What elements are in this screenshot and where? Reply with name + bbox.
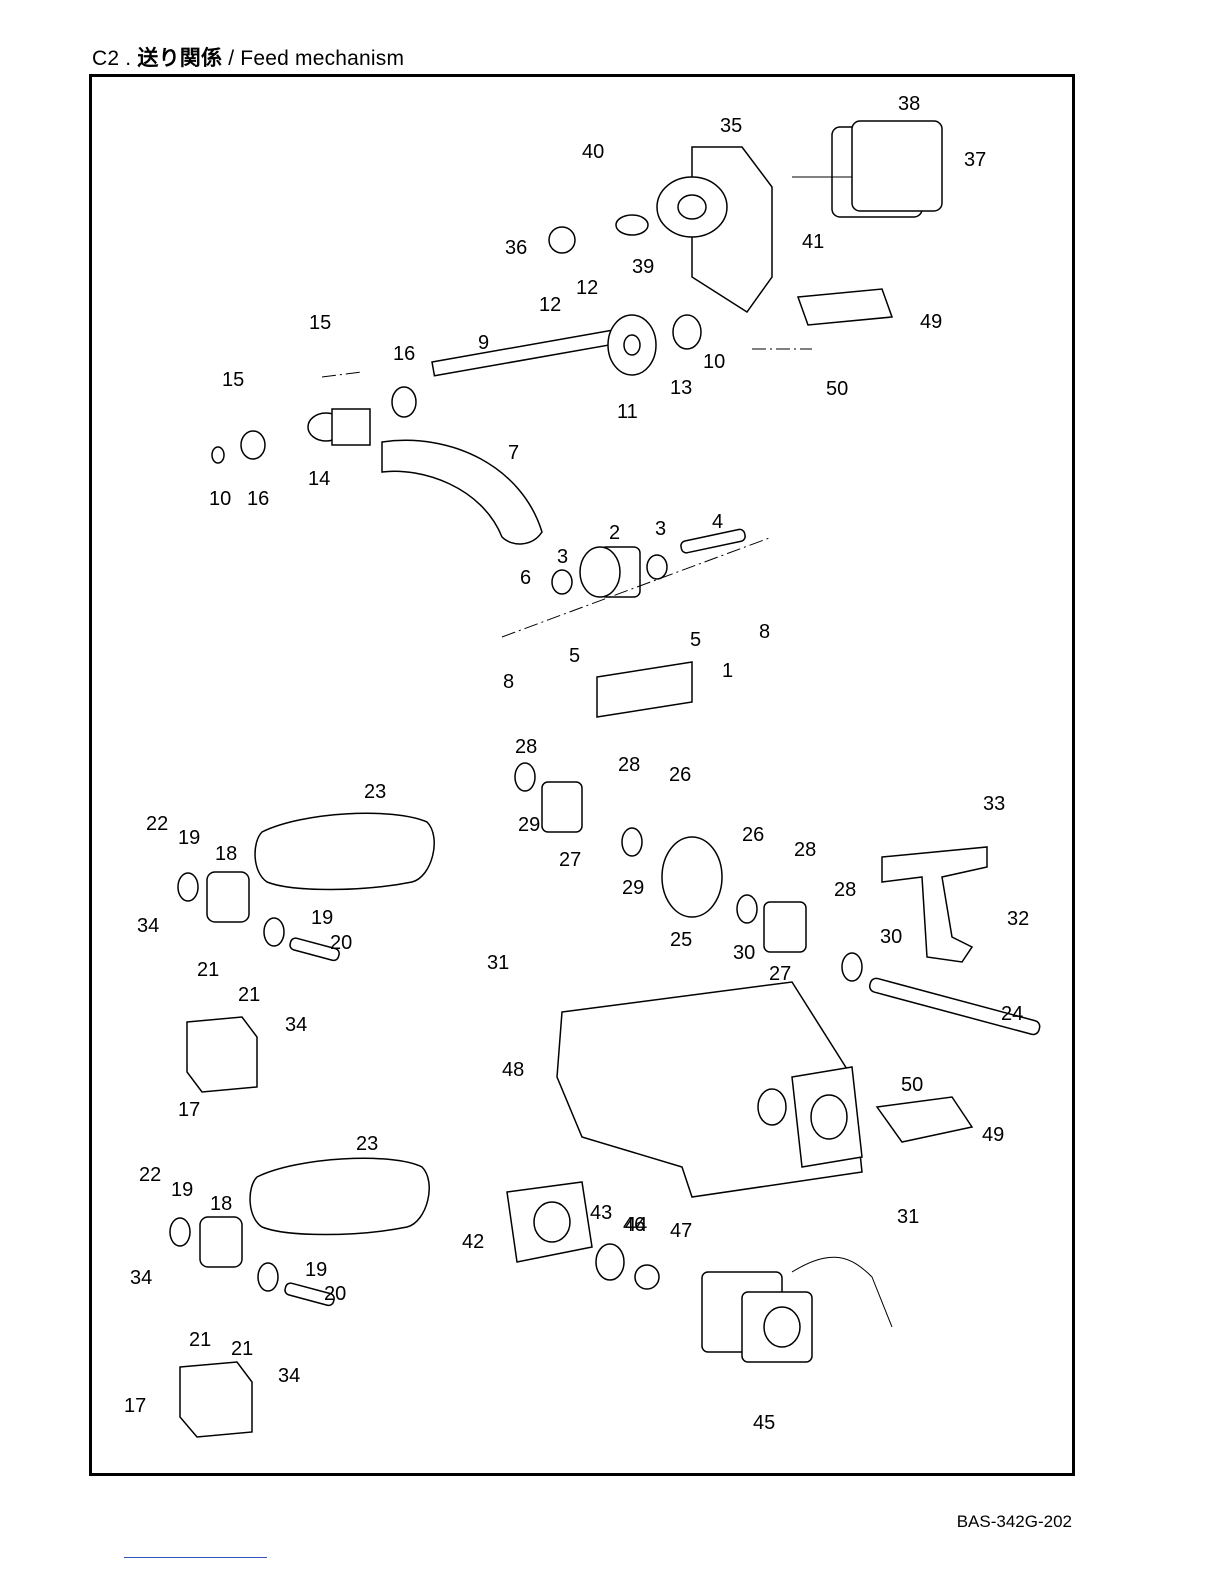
section-title-jp: 送り関係 [137,46,222,70]
callout-24: 24 [1001,1003,1023,1025]
callout-21d: 21 [231,1338,253,1360]
callout-16a: 16 [393,343,415,365]
callout-46: 46 [623,1214,645,1236]
callout-50b: 50 [901,1074,923,1096]
callout-5a: 5 [690,629,701,651]
callout-31a: 31 [487,952,509,974]
callout-31b: 31 [897,1206,919,1228]
callout-37: 37 [964,149,986,171]
callout-27a: 27 [559,849,581,871]
section-title-en: / Feed mechanism [228,47,404,70]
callout-29a: 29 [518,814,540,836]
callout-11: 11 [617,401,638,423]
callout-38: 38 [898,93,920,115]
callout-34a: 34 [137,915,159,937]
upper-shaft-pulley-illustration [212,315,701,544]
callout-12b: 12 [539,294,561,316]
callout-9: 9 [478,332,489,354]
callout-7: 7 [508,442,519,464]
callout-4: 4 [712,511,723,533]
callout-15a: 15 [309,312,331,334]
callout-13: 13 [670,377,692,399]
callout-30b: 30 [880,926,902,948]
callout-21c: 21 [189,1329,211,1351]
callout-36: 36 [505,237,527,259]
callout-47: 47 [670,1220,692,1242]
callout-17a: 17 [178,1099,200,1121]
callout-8a: 8 [759,621,770,643]
callout-29b: 29 [622,877,644,899]
callout-15b: 15 [222,369,244,391]
callout-21b: 21 [238,984,260,1006]
callout-40: 40 [582,141,604,163]
callout-41: 41 [802,231,824,253]
callout-39: 39 [632,256,654,278]
callout-10b: 10 [209,488,231,510]
diagram-artwork [170,121,1041,1437]
callout-42: 42 [462,1231,484,1253]
diagram-canvas: 1 2 3 3 4 5 5 6 7 8 8 9 10 10 11 12 12 1… [92,77,1072,1473]
callout-23a: 23 [364,781,386,803]
section-number: C2 . [92,47,131,70]
callout-33: 33 [983,793,1005,815]
callout-49a: 49 [920,311,942,333]
callout-3a: 3 [557,546,568,568]
callout-12a: 12 [576,277,598,299]
callout-3b: 3 [655,518,666,540]
callout-30a: 30 [733,942,755,964]
callout-17b: 17 [124,1395,146,1417]
callout-26a: 26 [669,764,691,786]
callout-34c: 34 [130,1267,152,1289]
callout-32: 32 [1007,908,1029,930]
callout-20a: 20 [330,932,352,954]
callout-35: 35 [720,115,742,137]
callout-6: 6 [520,567,531,589]
exploded-parts-diagram: 1 2 3 3 4 5 5 6 7 8 8 9 10 10 11 12 12 1… [89,74,1075,1476]
callout-26b: 26 [742,824,764,846]
callout-10a: 10 [703,351,725,373]
callout-1: 1 [722,660,733,682]
callout-19c: 19 [171,1179,193,1201]
callout-25: 25 [670,929,692,951]
callout-43: 43 [590,1202,612,1224]
page-title: C2 . 送り関係 / Feed mechanism [92,42,404,72]
callout-50a: 50 [826,378,848,400]
callout-19d: 19 [305,1259,327,1281]
callout-34b: 34 [285,1014,307,1036]
callout-21a: 21 [197,959,219,981]
callout-19b: 19 [311,907,333,929]
callout-28d: 28 [834,879,856,901]
bottom-motor-illustration [507,1182,892,1362]
callout-19a: 19 [178,827,200,849]
center-frame-illustration [557,982,862,1197]
footer-rule [124,1557,267,1558]
document-code: BAS-342G-202 [957,1512,1072,1532]
callout-27b: 27 [769,963,791,985]
callout-16b: 16 [247,488,269,510]
callout-2: 2 [609,522,620,544]
callout-49b: 49 [982,1124,1004,1146]
feed-pulley-block-illustration [502,528,772,717]
callout-22a: 22 [146,813,168,835]
callout-18b: 18 [210,1193,232,1215]
callout-8b: 8 [503,671,514,693]
callout-48: 48 [502,1059,524,1081]
callout-45: 45 [753,1412,775,1434]
motor-bracket-illustration [549,121,942,349]
callout-28b: 28 [618,754,640,776]
callout-22b: 22 [139,1164,161,1186]
callout-5b: 5 [569,645,580,667]
callout-34d: 34 [278,1365,300,1387]
callout-23b: 23 [356,1133,378,1155]
callout-28a: 28 [515,736,537,758]
callout-28c: 28 [794,839,816,861]
callout-18a: 18 [215,843,237,865]
callout-14: 14 [308,468,330,490]
callout-20b: 20 [324,1283,346,1305]
